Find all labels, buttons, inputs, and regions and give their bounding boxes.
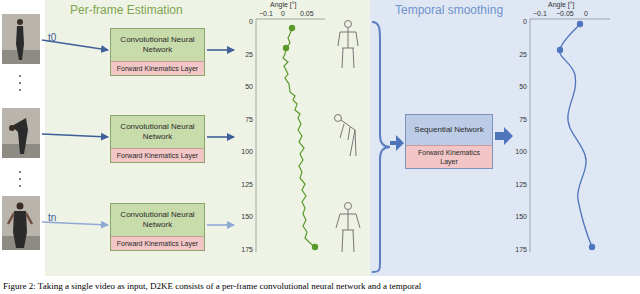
region-panel: Per-frame EstimationConvolutional Neural…	[45, 0, 370, 276]
video-frame	[2, 196, 40, 250]
axis-label: 0	[497, 18, 527, 26]
network-name: Convolutional Neural Network	[111, 29, 204, 61]
axis-label: 150	[497, 213, 527, 221]
network-box: Convolutional Neural NetworkForward Kine…	[110, 115, 205, 163]
video-frame	[2, 108, 40, 158]
flow-arrows	[42, 40, 234, 225]
layer-name: Forward Kinematics Layer	[111, 61, 204, 75]
green-panel-bg	[45, 0, 370, 276]
axis-label: 25	[223, 51, 253, 59]
axis-label: 150	[223, 213, 253, 221]
network-box: Convolutional Neural NetworkForward Kine…	[110, 28, 205, 76]
axis-label: 100	[497, 148, 527, 156]
axis-label: −0.1	[259, 10, 273, 18]
video-frame	[2, 14, 40, 64]
axis-label: Angle [°]	[548, 1, 575, 9]
ellipsis-dots	[19, 75, 21, 187]
network-box: Sequential NetworkForward Kinematics Lay…	[405, 114, 493, 169]
axis-label: 0	[281, 10, 285, 18]
axis-label: 175	[223, 246, 253, 254]
figure-caption: Figure 2: Taking a single video as input…	[3, 281, 421, 291]
layer-name: Forward Kinematics Layer	[111, 236, 204, 250]
axis-label: 125	[497, 181, 527, 189]
axis-label: Angle [°]	[270, 1, 297, 9]
layer-name: Forward Kinematics Layer	[111, 148, 204, 162]
big-arrow	[390, 135, 404, 151]
curly-brace	[372, 22, 390, 272]
network-box: Convolutional Neural NetworkForward Kine…	[110, 203, 205, 251]
axis-label: 0	[584, 10, 588, 18]
axis-label: 25	[497, 51, 527, 59]
frame-label: tn	[48, 212, 56, 223]
axis-label: 75	[223, 116, 253, 124]
axis-label: 75	[497, 116, 527, 124]
left-angle-chart	[256, 19, 325, 252]
panel-title: Temporal smoothing	[370, 0, 503, 17]
axis-label: 50	[497, 83, 527, 91]
skeleton-figures	[335, 21, 361, 253]
network-name: Convolutional Neural Network	[111, 204, 204, 236]
region-panel: Temporal smoothingSequential NetworkForw…	[370, 0, 640, 276]
network-name: Convolutional Neural Network	[111, 116, 204, 148]
big-arrow	[495, 127, 513, 145]
blue-panel-bg	[370, 0, 640, 276]
panel-title: Per-frame Estimation	[45, 0, 183, 17]
axis-label: −0.1	[533, 10, 547, 18]
layer-name: Forward Kinematics Layer	[406, 145, 492, 168]
axis-label: 125	[223, 181, 253, 189]
axis-label: 100	[223, 148, 253, 156]
frame-label: t0	[48, 32, 56, 43]
network-name: Sequential Network	[406, 115, 492, 145]
right-angle-chart	[530, 19, 610, 252]
axis-label: 0	[223, 18, 253, 26]
axis-label: −0.05	[556, 10, 574, 18]
axis-label: 0.05	[300, 10, 314, 18]
axis-label: 50	[223, 83, 253, 91]
axis-label: 175	[497, 246, 527, 254]
